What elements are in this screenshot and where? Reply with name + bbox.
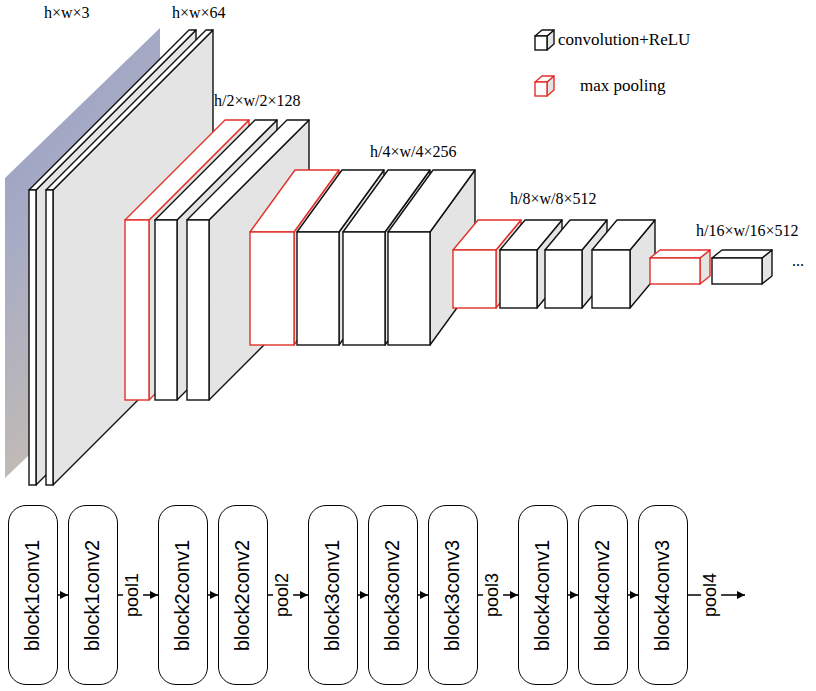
block-front [297, 232, 339, 345]
layer-name: block4conv2 [592, 539, 615, 650]
block-front [592, 250, 630, 308]
legend-text: convolution+ReLU [558, 30, 690, 50]
dimension-label: h/4×w/4×256 [370, 143, 457, 161]
block-front [187, 220, 209, 400]
block-front [388, 232, 430, 345]
block-side [53, 30, 213, 485]
block-front [545, 250, 582, 308]
dimension-label: h/2×w/2×128 [214, 92, 301, 110]
flow-arrow [208, 594, 218, 596]
layer-name: block3conv2 [382, 539, 405, 650]
block-front [500, 250, 537, 308]
flow-arrow [568, 594, 578, 596]
pool-label: pool4 [701, 571, 721, 619]
layer-name: block4conv1 [532, 539, 555, 650]
block-top [592, 220, 655, 250]
block-front [650, 258, 700, 284]
flow-arrow [418, 594, 428, 596]
block-front [712, 258, 762, 284]
layer-name: block2conv2 [232, 539, 255, 650]
layer-name: block3conv3 [442, 539, 465, 650]
conv-block [46, 30, 213, 485]
layer-box: block4conv2 [578, 505, 628, 685]
block-front [250, 232, 294, 345]
block-front [29, 190, 36, 485]
conv-block [187, 120, 309, 400]
layer-name: block1conv1 [22, 539, 45, 650]
flow-arrow [358, 594, 368, 596]
layer-name: block3conv1 [322, 539, 345, 650]
conv-block [535, 30, 554, 50]
layer-box: block1conv1 [8, 505, 58, 685]
layer-box: block3conv1 [308, 505, 358, 685]
flow-arrow [628, 594, 638, 596]
block-front [125, 220, 149, 400]
conv-block [592, 220, 655, 308]
layer-box: block1conv2 [68, 505, 118, 685]
layer-name: block4conv3 [652, 539, 675, 650]
block-front [453, 250, 496, 308]
flow-arrow [58, 594, 68, 596]
block-front [46, 190, 53, 485]
conv-block [712, 250, 772, 284]
pool-label: pool1 [123, 571, 143, 619]
block-top [535, 30, 554, 36]
pool-label: pool2 [273, 571, 293, 619]
block-front [535, 82, 547, 96]
block-front [343, 232, 385, 345]
layer-blocks [29, 30, 772, 485]
layer-box: block2conv2 [218, 505, 268, 685]
pooling-block [535, 76, 554, 96]
legend-text: max pooling [580, 76, 665, 96]
layer-name: block2conv1 [172, 539, 195, 650]
dimension-label: h×w×64 [172, 4, 226, 22]
block-front [155, 220, 177, 400]
dimension-label: h×w×3 [44, 4, 90, 22]
layer-box: block4conv3 [638, 505, 688, 685]
dimension-label: h/16×w/16×512 [696, 222, 799, 240]
dimension-label: ... [792, 252, 804, 270]
block-front [535, 36, 547, 50]
layer-box: block4conv1 [518, 505, 568, 685]
layer-box: block2conv1 [158, 505, 208, 685]
layer-box: block3conv3 [428, 505, 478, 685]
pool-label: pool3 [483, 571, 503, 619]
block-top [712, 250, 772, 258]
dimension-label: h/8×w/8×512 [510, 190, 597, 208]
block-top [388, 170, 475, 232]
pooling-block [650, 250, 710, 284]
block-top [535, 76, 554, 82]
layer-box: block3conv2 [368, 505, 418, 685]
layer-name: block1conv2 [82, 539, 105, 650]
block-top [650, 250, 710, 258]
